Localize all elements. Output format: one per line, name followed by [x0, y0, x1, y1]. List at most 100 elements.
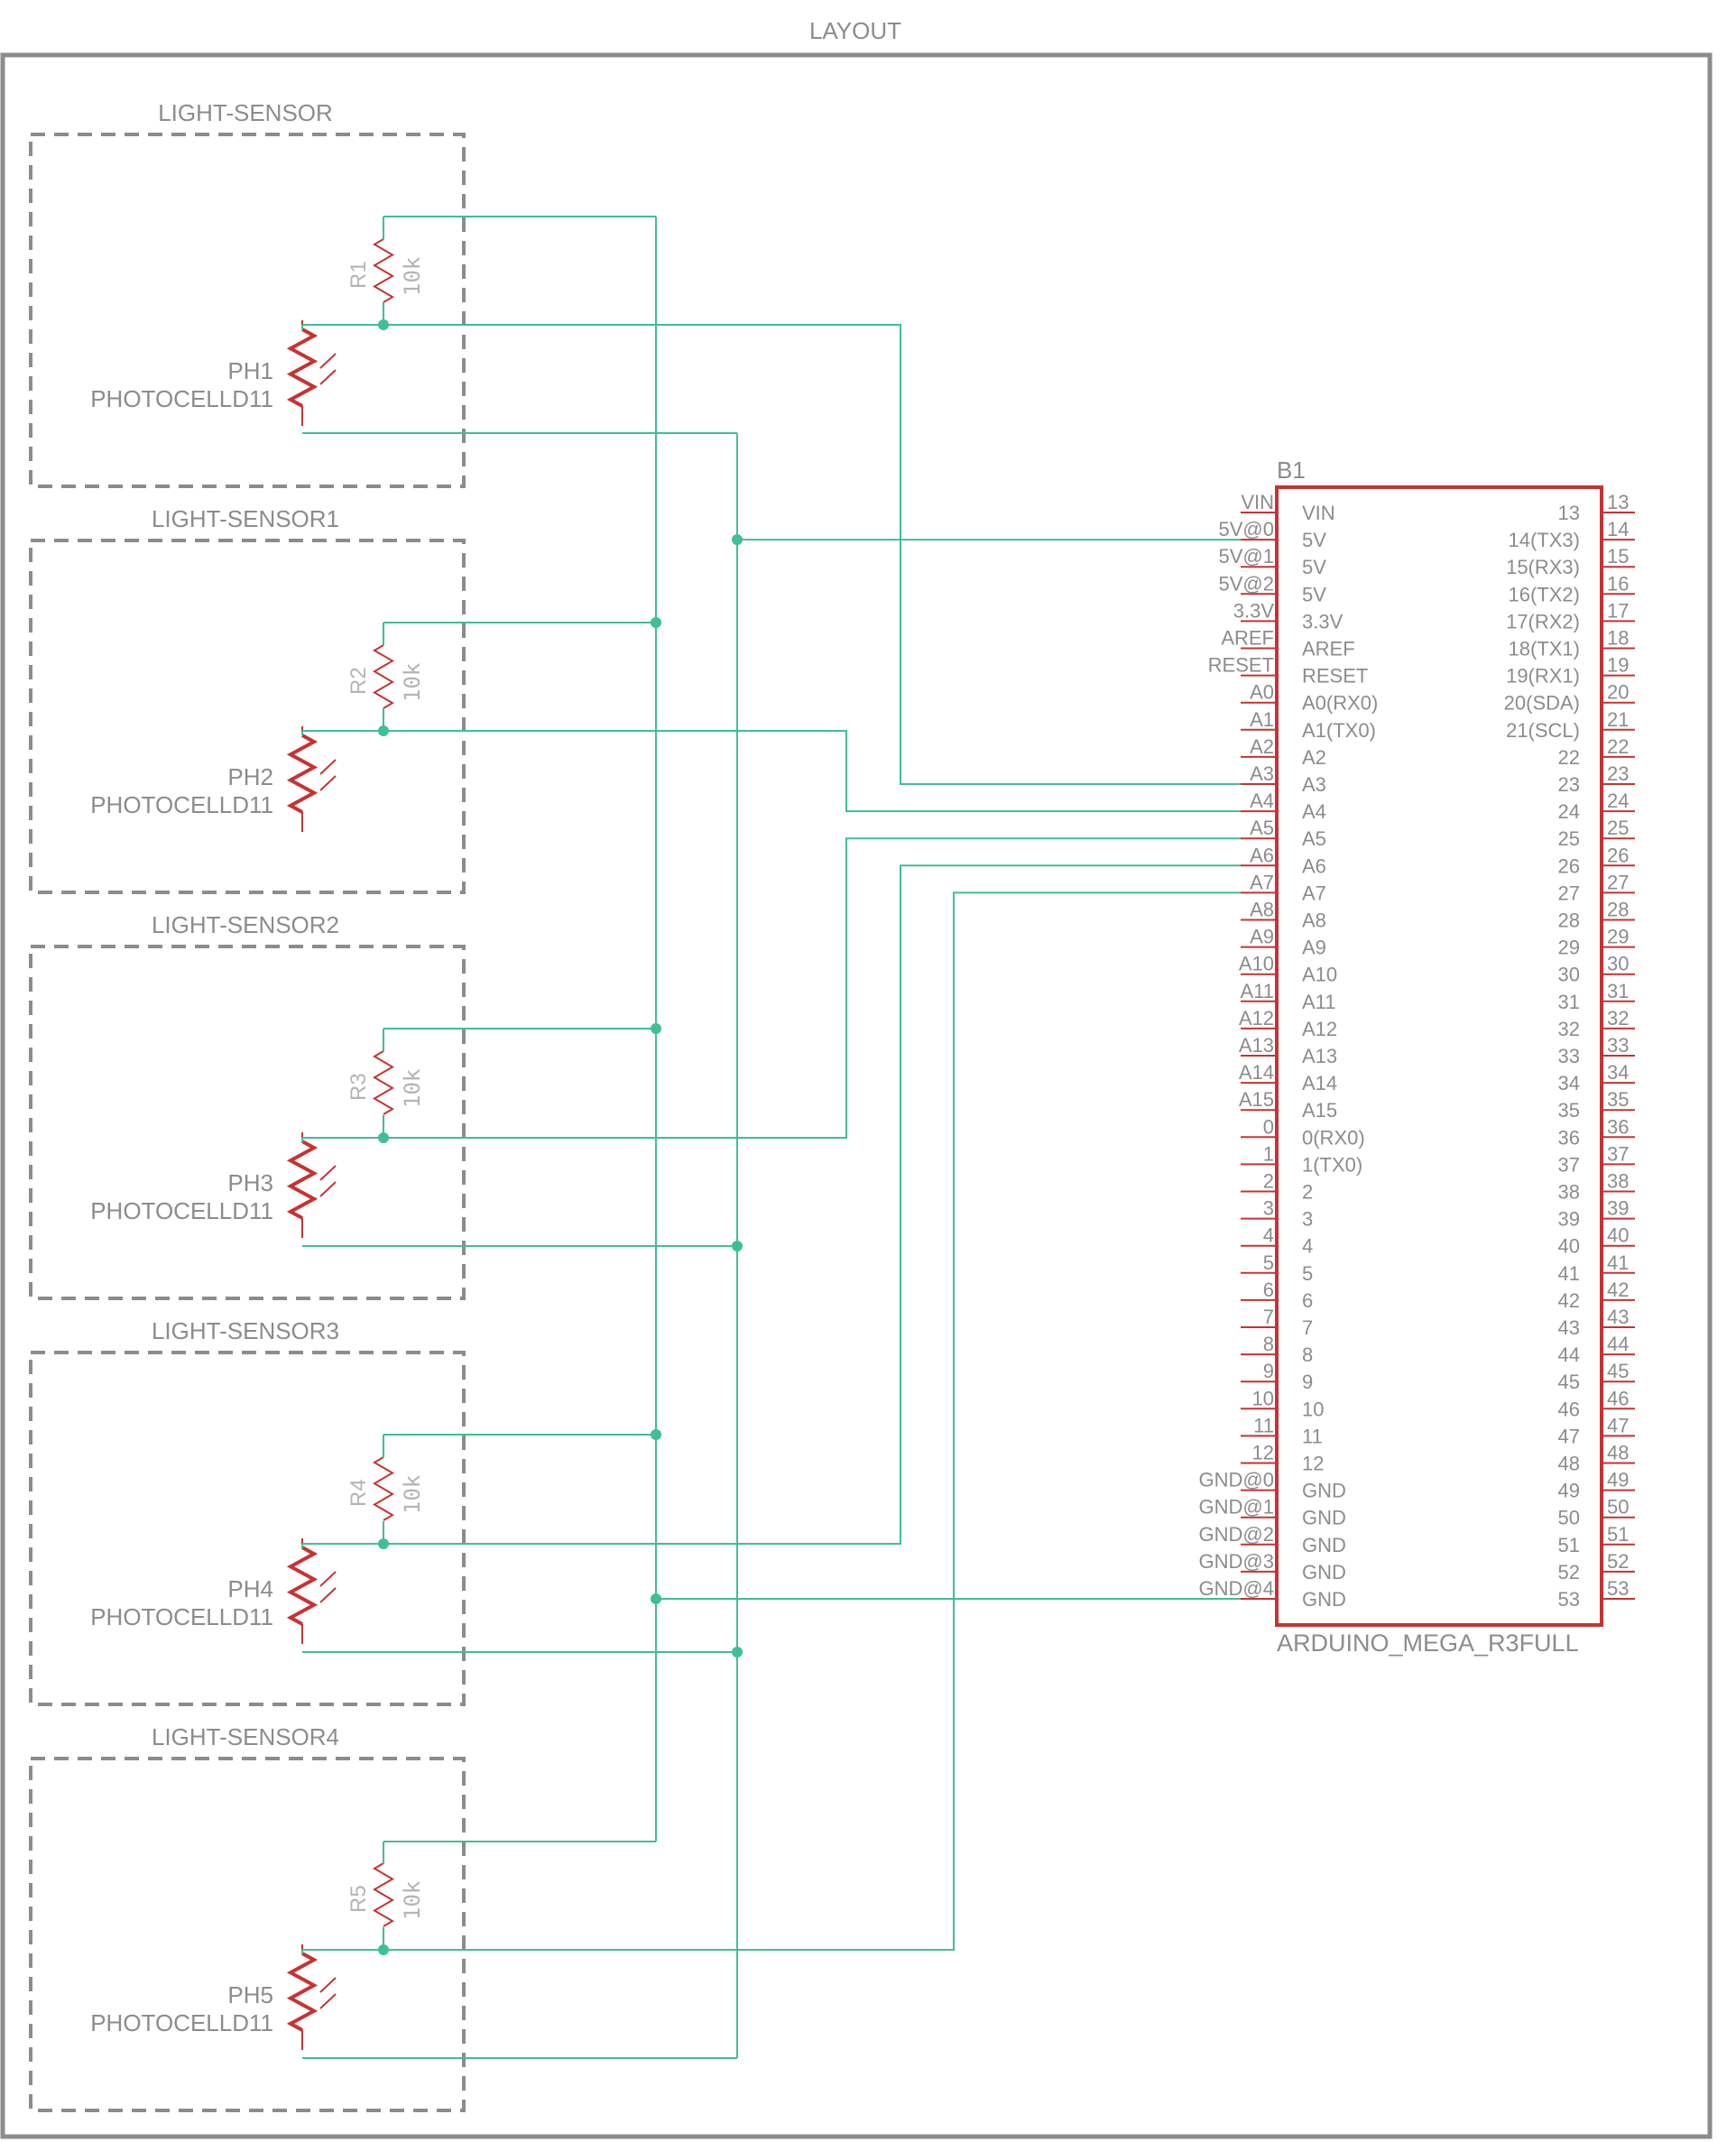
pin-name-left: A15	[1239, 1088, 1274, 1111]
pin-label-left: GND	[1302, 1534, 1346, 1556]
pin-name-left: A8	[1250, 899, 1274, 921]
pin-name-left: GND@2	[1199, 1523, 1274, 1546]
pin-name-left: A13	[1239, 1034, 1274, 1057]
pin-label-right: 49	[1558, 1480, 1580, 1502]
pin-label-right: 37	[1558, 1153, 1580, 1176]
pin-name-right: 14	[1607, 518, 1629, 540]
pin-name-left: 3	[1263, 1197, 1274, 1220]
junction-dot	[378, 1944, 389, 1955]
pin-label-left: GND	[1302, 1561, 1346, 1583]
pin-name-right: 15	[1607, 545, 1629, 568]
junction-dot	[651, 1429, 661, 1440]
resistor-label: R5	[346, 1885, 371, 1913]
resistor-label: R4	[346, 1479, 371, 1507]
pin-label-right: 22	[1558, 746, 1580, 769]
pin-label-left: A15	[1302, 1099, 1337, 1122]
pin-name-left: A14	[1239, 1061, 1274, 1084]
pin-name-left: 7	[1263, 1306, 1274, 1328]
pin-name-left: 5V@0	[1219, 518, 1274, 540]
pin-name-right: 25	[1607, 817, 1629, 839]
photocell-ref: PH4	[227, 1575, 273, 1602]
pin-label-left: A5	[1302, 827, 1326, 850]
pin-label-left: RESET	[1302, 665, 1368, 688]
pin-name-left: A10	[1239, 953, 1274, 975]
pin-name-left: 3.3V	[1233, 599, 1275, 622]
resistor-value: 10k	[400, 1068, 425, 1108]
pin-label-right: 16(TX2)	[1509, 583, 1580, 605]
frame-title: LAYOUT	[809, 17, 901, 44]
resistor-symbol	[373, 1456, 394, 1521]
pin-label-right: 42	[1558, 1289, 1580, 1312]
junction-dot	[378, 319, 389, 330]
pin-name-right: 50	[1607, 1496, 1629, 1519]
pin-label-left: 6	[1302, 1289, 1313, 1312]
pin-name-right: 29	[1607, 926, 1629, 948]
resistor-value: 10k	[400, 662, 425, 702]
resistor-value: 10k	[400, 1880, 425, 1920]
pin-label-left: A13	[1302, 1045, 1337, 1067]
pin-label-right: 45	[1558, 1371, 1580, 1393]
pin-label-right: 44	[1558, 1343, 1580, 1366]
sensor-group-label: LIGHT-SENSOR4	[152, 1723, 339, 1750]
pin-name-left: A0	[1250, 681, 1274, 704]
pin-name-right: 31	[1607, 980, 1629, 1002]
wire	[302, 324, 1241, 785]
sensor-group-label: LIGHT-SENSOR	[158, 99, 333, 126]
pin-name-right: 28	[1607, 899, 1629, 921]
pin-name-left: 11	[1253, 1414, 1274, 1436]
pin-label-right: 13	[1558, 502, 1580, 524]
light-arrow-icon	[319, 759, 337, 775]
pin-label-right: 48	[1558, 1453, 1580, 1475]
pin-name-left: A5	[1250, 817, 1274, 839]
pin-label-left: 5V	[1302, 556, 1326, 578]
pin-name-left: A12	[1239, 1007, 1274, 1029]
photocell-ref: PH3	[227, 1169, 273, 1196]
photocell-ref: PH5	[227, 1981, 273, 2008]
pin-name-right: 45	[1607, 1360, 1629, 1382]
pin-label-left: A0(RX0)	[1302, 692, 1378, 715]
pin-label-right: 30	[1558, 964, 1580, 986]
pin-label-left: GND	[1302, 1588, 1346, 1611]
pin-name-left: RESET	[1208, 654, 1274, 677]
pin-name-right: 20	[1607, 681, 1629, 704]
light-arrow-icon	[319, 1977, 337, 1993]
resistor-value: 10k	[400, 256, 425, 296]
pin-name-left: 1	[1263, 1142, 1274, 1165]
pin-name-right: 34	[1607, 1061, 1629, 1084]
pin-name-right: 21	[1607, 708, 1629, 731]
pin-name-left: 5V@2	[1219, 572, 1274, 595]
light-arrow-icon	[319, 1587, 337, 1603]
sensor-group-border	[29, 1351, 466, 1706]
light-arrow-icon	[319, 353, 337, 369]
photocell-model: PHOTOCELLD11	[90, 791, 273, 818]
junction-dot	[378, 725, 389, 736]
pin-name-left: VIN	[1241, 491, 1274, 513]
pin-name-right: 27	[1607, 871, 1629, 893]
pin-name-left: A2	[1250, 735, 1274, 758]
pin-label-right: 35	[1558, 1099, 1580, 1122]
pin-label-left: 4	[1302, 1235, 1313, 1258]
pin-name-right: 26	[1607, 844, 1629, 866]
wire	[302, 730, 1241, 813]
pin-name-left: A3	[1250, 762, 1274, 785]
junction-dot	[651, 617, 661, 628]
pin-name-left: 0	[1263, 1115, 1274, 1138]
junction-dot	[378, 1132, 389, 1143]
pin-name-left: 12	[1252, 1442, 1274, 1464]
junction-dot	[651, 1023, 661, 1034]
pin-name-right: 48	[1607, 1442, 1629, 1464]
pin-label-right: 26	[1558, 854, 1580, 877]
photocell-ref: PH1	[227, 357, 273, 384]
pin-label-right: 24	[1558, 800, 1580, 823]
board-name: ARDUINO_MEGA_R3FULL	[1277, 1630, 1579, 1657]
photocell-ref: PH2	[227, 763, 273, 790]
pin-label-left: GND	[1302, 1507, 1346, 1529]
pin-name-left: 5V@1	[1219, 545, 1274, 568]
pin-label-left: A9	[1302, 937, 1326, 959]
pin-label-left: 11	[1302, 1425, 1323, 1447]
pin-name-left: 10	[1252, 1387, 1274, 1409]
pin-label-right: 52	[1558, 1561, 1580, 1583]
